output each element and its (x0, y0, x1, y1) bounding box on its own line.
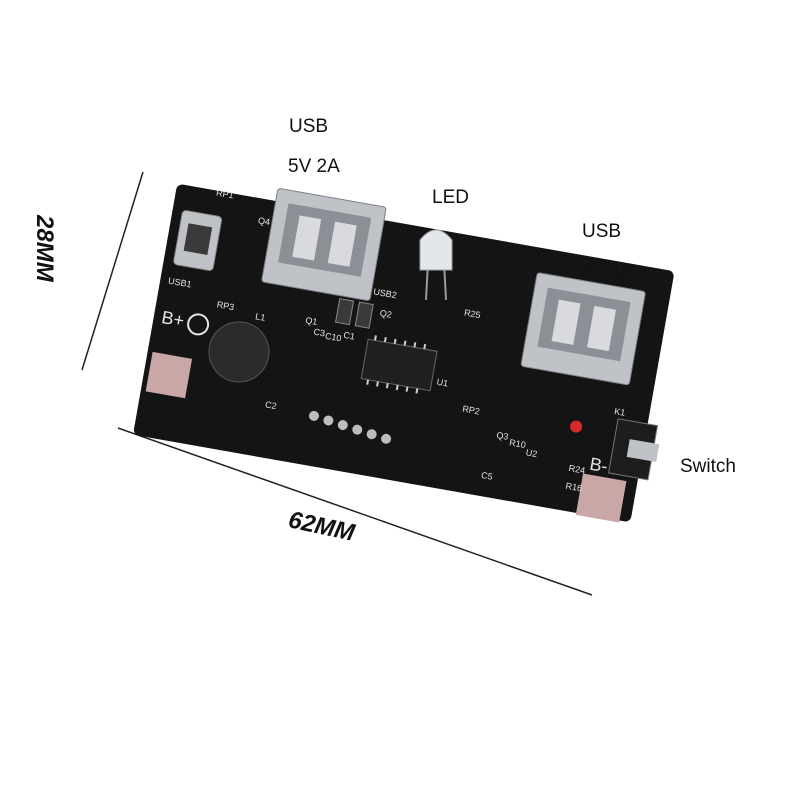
silk-b-minus: B- (588, 454, 609, 477)
silk-c5: C5 (480, 470, 493, 482)
usb-2a-contact-right (327, 221, 357, 267)
usb-left-rating: 5V 2A (288, 156, 340, 177)
usb-right-label: USB (582, 221, 622, 242)
silk-rp1: RP1 (215, 188, 234, 201)
silk-c10: C10 (324, 331, 342, 344)
silk-usb2: USB2 (373, 286, 398, 300)
silk-c2: C2 (264, 399, 277, 411)
silkscreen-text: B+ B- USB1 USB2 RP1 RP2 RP3 Q1 Q2 Q3 Q4 … (160, 188, 627, 494)
solder-joints (308, 410, 392, 444)
silk-c3: C3 (313, 327, 326, 339)
silk-rp2: RP2 (462, 404, 481, 417)
width-dimension-line (117, 427, 593, 596)
silk-u2: U2 (525, 447, 538, 459)
micro-usb-opening (183, 223, 213, 255)
capacitor-c1 (334, 298, 355, 326)
silk-r16: R16 (565, 481, 583, 494)
usb-1a-contact-right (587, 305, 617, 352)
ic-pins (366, 335, 427, 394)
silk-c1: C1 (343, 330, 356, 342)
silk-b-plus: B+ (160, 307, 186, 331)
silk-rp3: RP3 (216, 299, 235, 312)
led-bulb (419, 229, 453, 271)
pcb-board: B+ B- USB1 USB2 RP1 RP2 RP3 Q1 Q2 Q3 Q4 … (133, 184, 674, 523)
b-minus-pad (575, 473, 627, 523)
led-label: LED (432, 187, 469, 208)
mount-hole-left (187, 313, 210, 336)
silk-k1: K1 (614, 406, 627, 418)
silk-r10: R10 (509, 437, 527, 450)
silk-q3: Q3 (496, 430, 510, 442)
silk-usb1: USB1 (167, 276, 192, 290)
b-plus-pad (145, 351, 193, 399)
silk-r25: R25 (463, 308, 481, 321)
usb-right-rating: 5V 1A (582, 261, 634, 282)
capacitor-c10 (354, 301, 374, 329)
led-component (419, 229, 453, 301)
switch-lever (626, 439, 660, 463)
silk-q2: Q2 (379, 308, 393, 320)
usb-2a-contact-left (292, 215, 322, 261)
usb-left-label: USB (289, 116, 329, 137)
indicator-led (570, 420, 583, 433)
silk-u1: U1 (436, 377, 449, 389)
silk-l1: L1 (255, 311, 267, 323)
inductor (208, 321, 270, 383)
height-dimension-label: 28MM (31, 215, 58, 282)
ic-chip (360, 338, 438, 392)
switch-label: Switch (680, 456, 736, 477)
usb-1a-contact-left (551, 299, 581, 345)
height-dimension-line (81, 171, 144, 371)
silk-q1: Q1 (305, 315, 319, 327)
silk-q4: Q4 (257, 215, 271, 227)
silk-r24: R24 (568, 463, 586, 476)
